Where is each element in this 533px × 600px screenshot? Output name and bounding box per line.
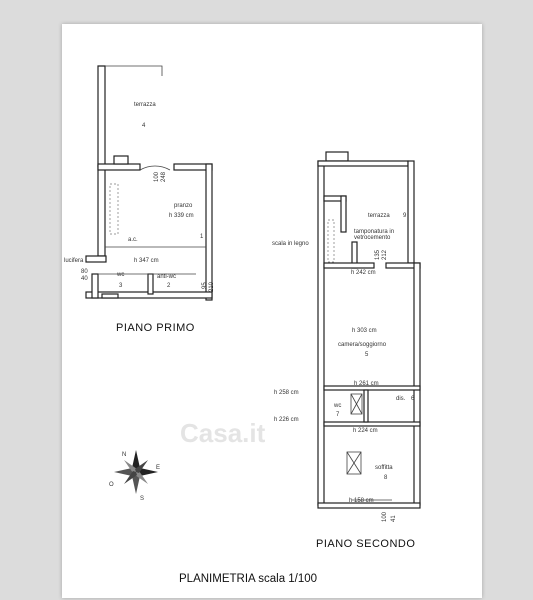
ff-terrazza-label: terrazza — [134, 102, 156, 108]
compass-s: S — [140, 496, 144, 502]
sf-mid-wall-left — [323, 262, 375, 269]
ff-dim-210: 210 — [209, 281, 215, 292]
sf-dis-wall — [323, 385, 421, 391]
ff-wc-mid — [147, 273, 154, 295]
sf-vetrocemento-label: vetrocemento — [354, 235, 391, 241]
ff-antiwc-label: anti-wc — [157, 274, 176, 280]
ff-wc-divider — [101, 293, 119, 299]
sf-dis-label: dis. — [396, 396, 406, 402]
ff-terrace-outline — [105, 65, 163, 76]
sf-scala-label: scala in legno — [272, 241, 309, 247]
sf-dis-number: 6 — [411, 396, 415, 402]
ff-floor-name: PIANO PRIMO — [116, 322, 195, 334]
sf-wc-side — [363, 389, 369, 423]
sf-dim-212: 212 — [382, 249, 388, 260]
sf-stair — [327, 219, 335, 263]
sf-h242-label: h 242 cm — [351, 270, 376, 276]
sf-camera-number: 5 — [365, 352, 369, 358]
sf-dim-41: 41 — [391, 515, 397, 522]
sf-wc-label: wc — [333, 403, 341, 409]
sf-skylight-soffitta-x2 — [346, 451, 362, 475]
ff-dim-40: 40 — [81, 276, 88, 282]
compass-e: E — [156, 465, 160, 471]
ff-wc-left — [91, 273, 99, 299]
ff-top-wall-left — [97, 163, 141, 171]
ff-dim-95: 95 — [202, 282, 208, 289]
ff-door-dim-2: 248 — [161, 171, 167, 182]
sf-right-wall — [413, 262, 421, 506]
sf-tamponatura-label: tamponatura in — [354, 229, 394, 235]
ff-left-wall — [97, 165, 106, 257]
sf-right-wall-top — [407, 160, 415, 264]
sf-h224-label: h 224 cm — [353, 428, 378, 434]
ff-stair — [109, 183, 119, 235]
sf-inner-block-vert — [340, 195, 347, 233]
ff-terrace-wall — [97, 65, 106, 167]
drawing-sheet: terrazza 4 100 248 pranzo h 339 cm 1 a.c… — [62, 24, 482, 598]
ff-lucifera-label: lucifera — [64, 258, 84, 264]
plan-title: PLANIMETRIA scala 1/100 — [179, 573, 317, 585]
sf-wc-number: 7 — [336, 412, 340, 418]
sf-floor-name: PIANO SECONDO — [316, 538, 415, 550]
second-floor-plan — [317, 151, 421, 509]
ff-wc-number: 3 — [119, 283, 123, 289]
sf-wc-wall — [323, 421, 421, 427]
sf-terrazza-number: 9 — [403, 213, 407, 219]
ff-antiwc-number: 2 — [167, 283, 171, 289]
sf-chimney — [325, 151, 349, 162]
sf-h303-label: h 303 cm — [352, 328, 377, 334]
compass-icon — [114, 450, 158, 494]
floor-plan-drawing: terrazza 4 100 248 pranzo h 339 cm 1 a.c… — [64, 65, 421, 585]
sf-soffitta-label: soffitta — [375, 465, 393, 471]
sf-left-wall — [317, 160, 325, 506]
sf-dim-100: 100 — [382, 511, 388, 522]
sf-top-wall — [317, 160, 409, 167]
ff-right-wall — [205, 163, 213, 301]
sf-h258-label: h 258 cm — [274, 390, 299, 396]
ff-door-swing — [139, 165, 171, 171]
ff-dim-80: 80 — [81, 269, 88, 275]
ff-pranzo-height: h 339 cm — [169, 213, 194, 219]
sf-camera-label: camera/soggiorno — [338, 342, 387, 348]
ff-ac-label: a.c. — [128, 237, 138, 243]
ff-terrazza-number: 4 — [142, 123, 146, 129]
sf-h226-label: h 226 cm — [274, 417, 299, 423]
ff-chimney — [113, 155, 129, 165]
sf-terrazza-label: terrazza — [368, 213, 390, 219]
ff-pranzo-label: pranzo — [174, 203, 193, 209]
sf-skylight-wc — [350, 393, 363, 415]
sf-soffitta-number: 8 — [384, 475, 388, 481]
sf-skylight-soffitta — [346, 451, 362, 475]
sf-h158-label: h 158 cm — [349, 498, 374, 504]
ff-pranzo-number: 1 — [200, 234, 204, 240]
sf-bottom-wall — [317, 502, 421, 509]
watermark: Casa.it — [180, 418, 266, 448]
ff-wc-label: wc — [116, 272, 124, 278]
sf-skylight-wc-x2 — [350, 393, 363, 415]
ff-lucifera-wall — [85, 255, 107, 263]
first-floor-plan — [85, 65, 213, 301]
sf-h261-label: h 261 cm — [354, 381, 379, 387]
compass-n: N — [122, 452, 126, 458]
ff-h347-label: h 347 cm — [134, 258, 159, 264]
compass-o: O — [109, 482, 114, 488]
sf-dim-135: 135 — [375, 249, 381, 260]
ff-door-dim-1: 100 — [154, 171, 160, 182]
